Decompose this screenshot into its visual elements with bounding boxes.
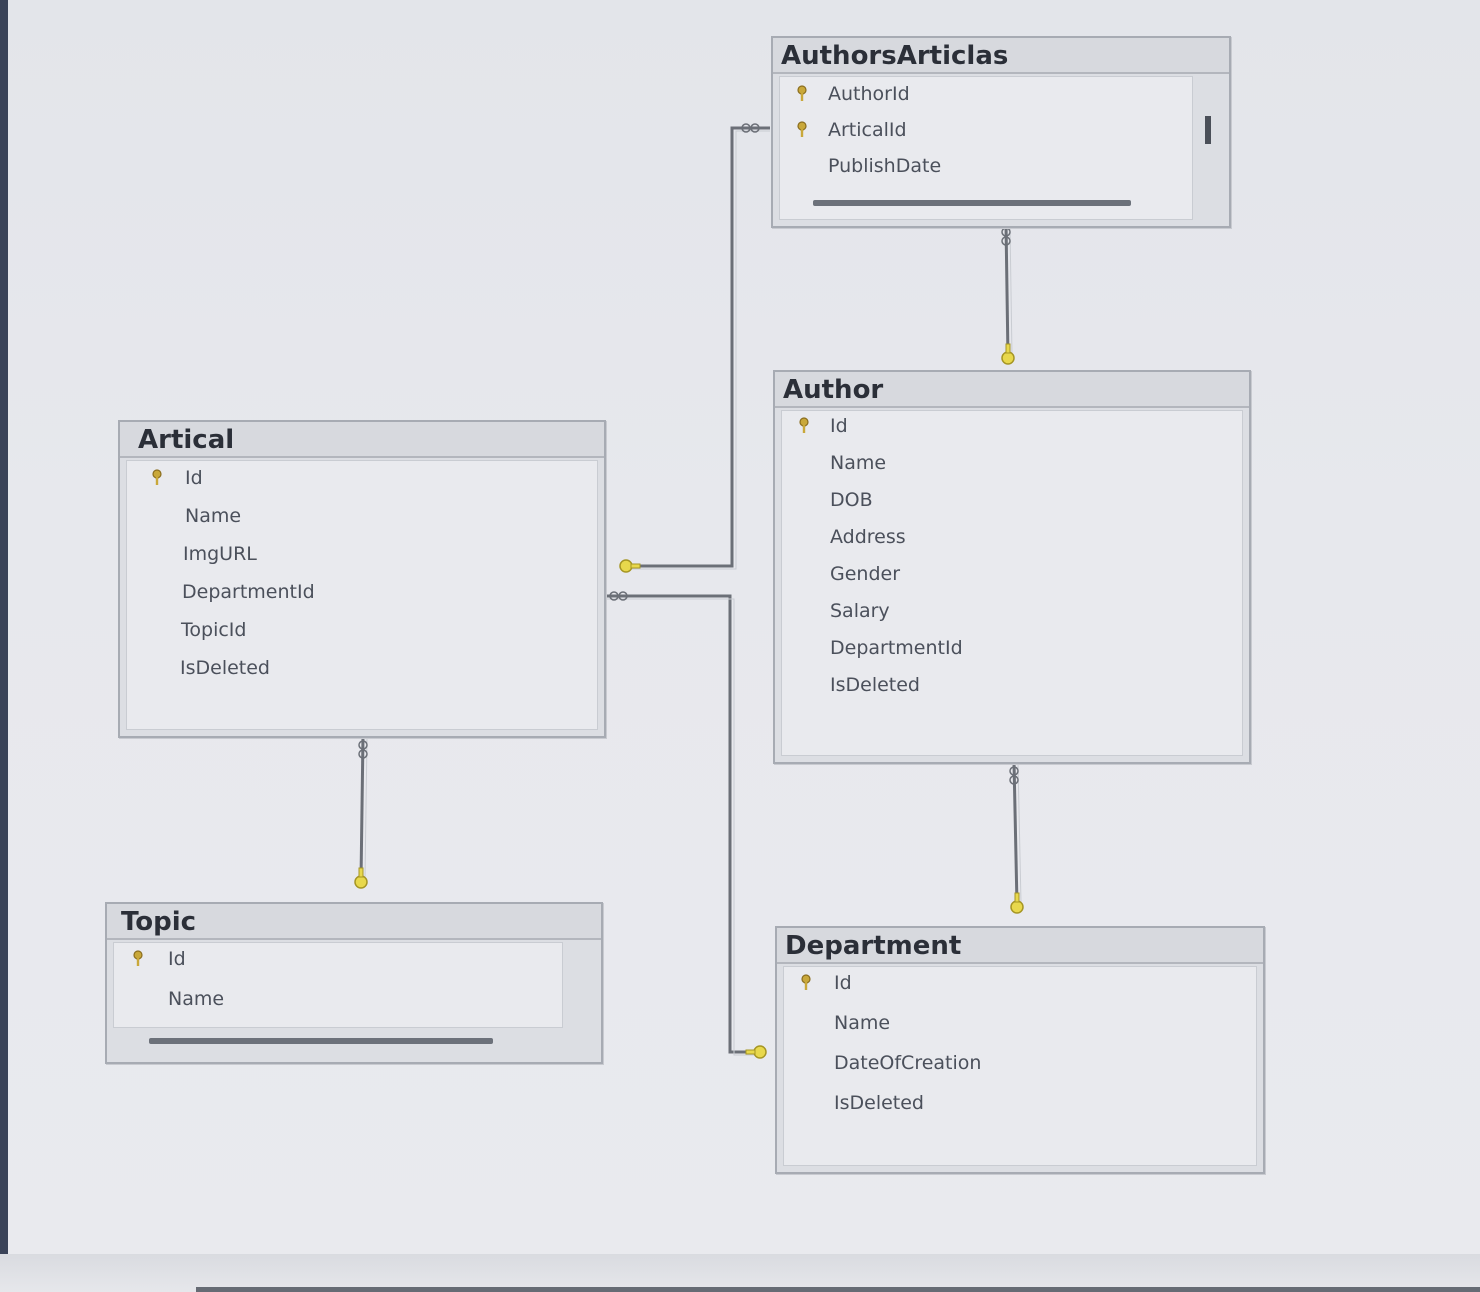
horizontal-scrollbar-thumb[interactable]	[149, 1038, 493, 1044]
relationship-authorsarticlas-artical[interactable]	[619, 123, 770, 573]
column-row[interactable]: Name	[114, 985, 562, 1025]
column-row[interactable]: ImgURL	[127, 541, 597, 579]
table-title[interactable]: Topic	[107, 904, 601, 940]
column-row[interactable]: Gender	[782, 561, 1242, 598]
key-endpoint-icon	[745, 1045, 767, 1059]
table-department[interactable]: Department Id Name DateOfCreation IsDele…	[775, 926, 1265, 1174]
column-list: Id Name ImgURL DepartmentId TopicId IsDe…	[126, 460, 598, 730]
relationship-artical-topic[interactable]	[354, 735, 368, 889]
column-row[interactable]: DOB	[782, 487, 1242, 524]
column-row[interactable]: Address	[782, 524, 1242, 561]
column-name: Name	[834, 1012, 891, 1034]
infinity-endpoint-icon	[358, 740, 368, 759]
column-name: AuthorId	[828, 83, 910, 105]
infinity-endpoint-icon	[609, 591, 628, 601]
table-author[interactable]: Author Id Name DOB Address Gender Salary…	[773, 370, 1251, 764]
column-name: Id	[185, 467, 203, 489]
column-name: DateOfCreation	[834, 1052, 982, 1074]
table-title[interactable]: Department	[777, 928, 1263, 964]
column-row[interactable]: Salary	[782, 598, 1242, 635]
column-name: DepartmentId	[830, 637, 963, 659]
relationship-authorsarticlas-author[interactable]	[1001, 223, 1015, 365]
column-row[interactable]: DepartmentId	[782, 635, 1242, 672]
column-name: Id	[830, 415, 848, 437]
column-name: PublishDate	[828, 155, 942, 177]
table-authorsarticlas[interactable]: AuthorsArticlas AuthorId ArticalId Publi…	[771, 36, 1231, 228]
primary-key-icon	[133, 950, 143, 966]
column-row[interactable]: Name	[127, 503, 597, 541]
column-name: Name	[168, 988, 225, 1010]
primary-key-icon	[152, 469, 162, 485]
horizontal-scrollbar-thumb[interactable]	[813, 200, 1131, 206]
column-row[interactable]: IsDeleted	[782, 672, 1242, 709]
primary-key-icon	[797, 121, 807, 137]
column-name: Id	[834, 972, 852, 994]
relationship-artical-department[interactable]	[604, 591, 767, 1059]
column-list: Id Name DOB Address Gender Salary Depart…	[781, 410, 1243, 756]
column-row[interactable]: Id	[114, 945, 562, 985]
table-artical[interactable]: Artical Id Name ImgURL DepartmentId Topi…	[118, 420, 606, 738]
column-name: Gender	[830, 563, 901, 585]
column-name: Name	[185, 505, 242, 527]
relationship-author-department[interactable]	[1009, 761, 1024, 914]
column-row[interactable]: Name	[784, 1009, 1256, 1049]
table-title[interactable]: Author	[775, 372, 1249, 408]
primary-key-icon	[797, 85, 807, 101]
column-row[interactable]: Id	[127, 465, 597, 503]
horizontal-scrollbar-track[interactable]	[0, 1254, 1480, 1292]
column-name: Id	[168, 948, 186, 970]
column-name: ArticalId	[828, 119, 907, 141]
column-row[interactable]: Id	[784, 969, 1256, 1009]
column-name: Salary	[830, 600, 890, 622]
column-row[interactable]: Name	[782, 450, 1242, 487]
table-title[interactable]: Artical	[120, 422, 604, 458]
vertical-scrollbar-thumb[interactable]	[1205, 116, 1211, 144]
infinity-endpoint-icon	[1009, 766, 1019, 785]
column-row[interactable]: TopicId	[127, 617, 597, 655]
column-name: Address	[830, 526, 906, 548]
column-name: IsDeleted	[834, 1092, 924, 1114]
column-list: Id Name	[113, 942, 563, 1028]
table-title[interactable]: AuthorsArticlas	[773, 38, 1229, 74]
column-name: Name	[830, 452, 887, 474]
column-name: ImgURL	[183, 543, 257, 565]
column-row[interactable]: AuthorId	[780, 81, 1192, 117]
infinity-endpoint-icon	[1001, 227, 1011, 246]
infinity-endpoint-icon	[741, 123, 760, 133]
column-row[interactable]: IsDeleted	[127, 655, 597, 693]
column-list: Id Name DateOfCreation IsDeleted	[783, 966, 1257, 1166]
key-endpoint-icon	[619, 559, 641, 573]
column-row[interactable]: Id	[782, 413, 1242, 450]
primary-key-icon	[801, 974, 811, 990]
column-name: TopicId	[181, 619, 247, 641]
column-name: IsDeleted	[830, 674, 920, 696]
table-topic[interactable]: Topic Id Name	[105, 902, 603, 1064]
column-row[interactable]: ArticalId	[780, 117, 1192, 153]
horizontal-scrollbar-thumb[interactable]	[196, 1287, 1480, 1292]
column-row[interactable]: DepartmentId	[127, 579, 597, 617]
column-list: AuthorId ArticalId PublishDate	[779, 76, 1193, 220]
column-row[interactable]: IsDeleted	[784, 1089, 1256, 1129]
column-row[interactable]: PublishDate	[780, 153, 1192, 189]
column-name: IsDeleted	[180, 657, 270, 679]
column-name: DOB	[830, 489, 873, 511]
primary-key-icon	[799, 417, 809, 433]
column-name: DepartmentId	[182, 581, 315, 603]
column-row[interactable]: DateOfCreation	[784, 1049, 1256, 1089]
